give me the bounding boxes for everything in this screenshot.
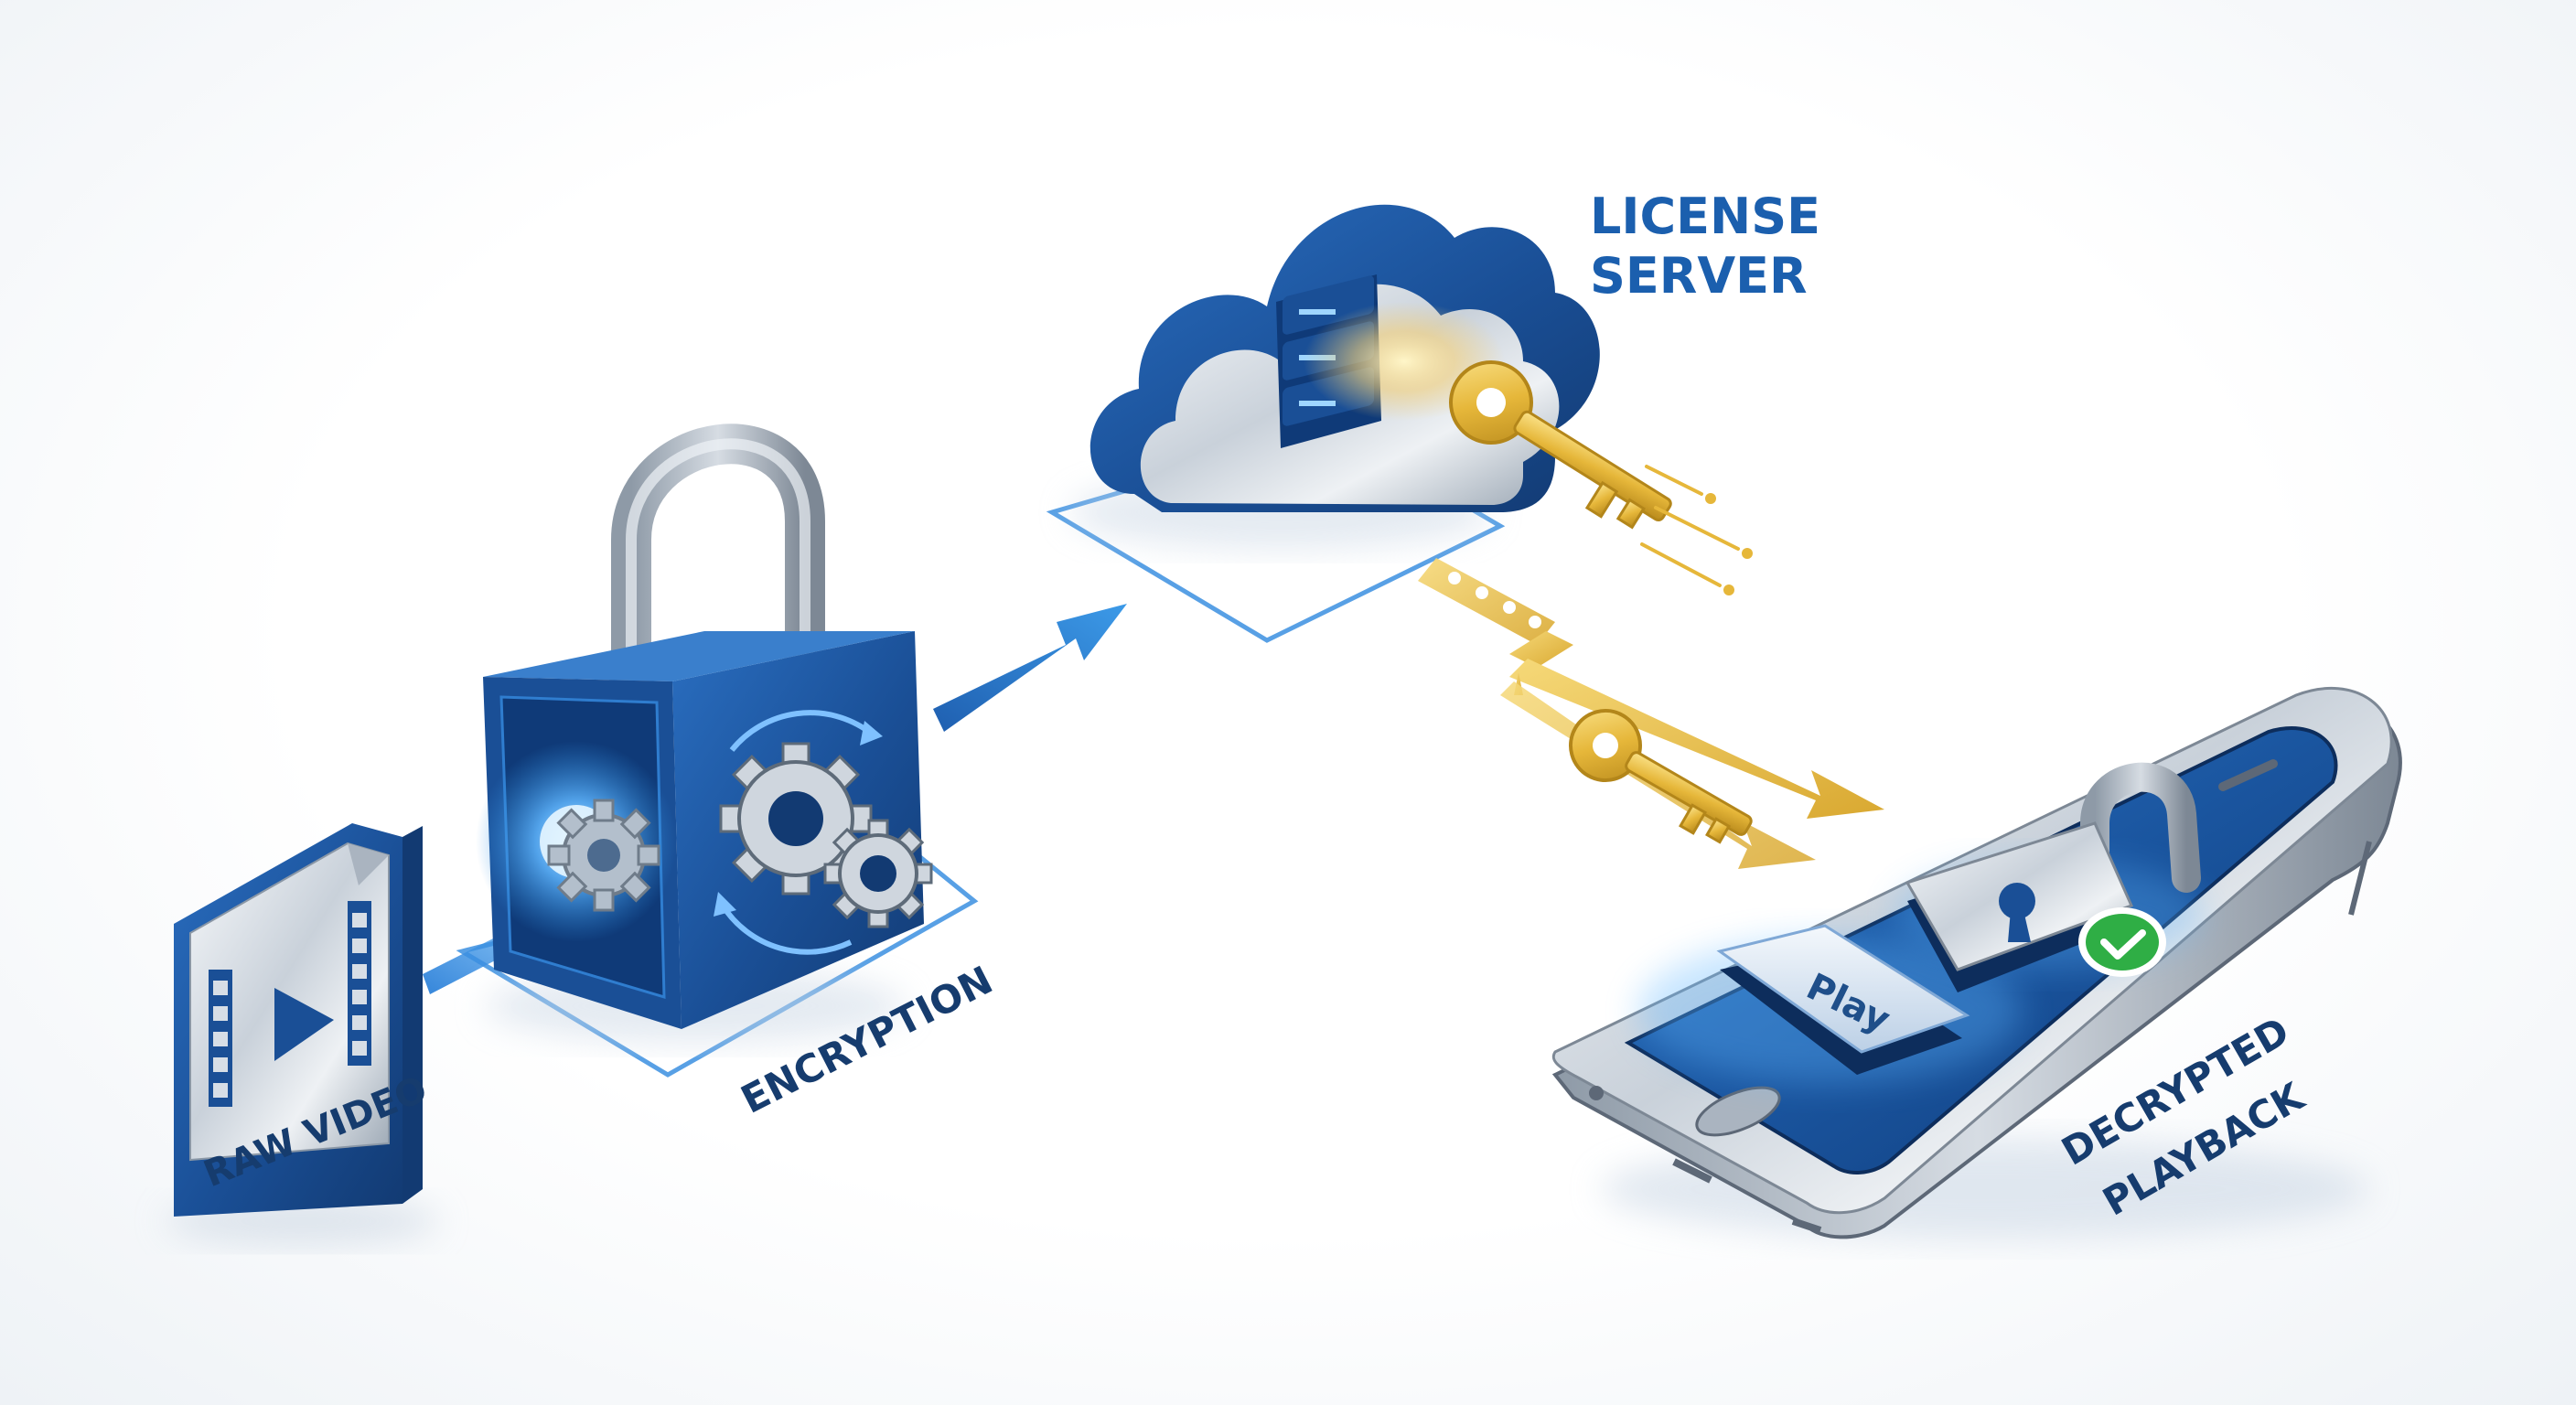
encryption-node: ENCRYPTION [456,424,1000,1122]
smartphone-icon: Play [1551,686,2402,1239]
padlock-gears-icon [476,424,933,1029]
home-button[interactable] [1690,1078,1786,1144]
checkmark-badge-icon [2078,907,2166,977]
license-server-label-line2: SERVER [1590,247,1808,305]
key-icon-delivery [1569,709,1753,844]
playback-node: Play DECRYPTED PLAYBACK [1551,686,2402,1239]
unlocked-padlock-icon [1894,762,2205,992]
gear-small-icon [823,819,933,928]
key-icon [1449,360,1672,530]
key-motion-lines [1640,465,1740,587]
upload-arrow [933,604,1127,732]
license-server-label-line1: LICENSE [1590,188,1820,245]
license-server-node: LICENSE SERVER [1046,188,1820,643]
video-file-icon [174,823,423,1217]
cloud-server-icon [1089,204,1600,512]
raw-video-node: RAW VIDEO [165,823,439,1245]
play-button[interactable]: Play [1716,924,1970,1075]
license-delivery-path [1418,558,1884,869]
